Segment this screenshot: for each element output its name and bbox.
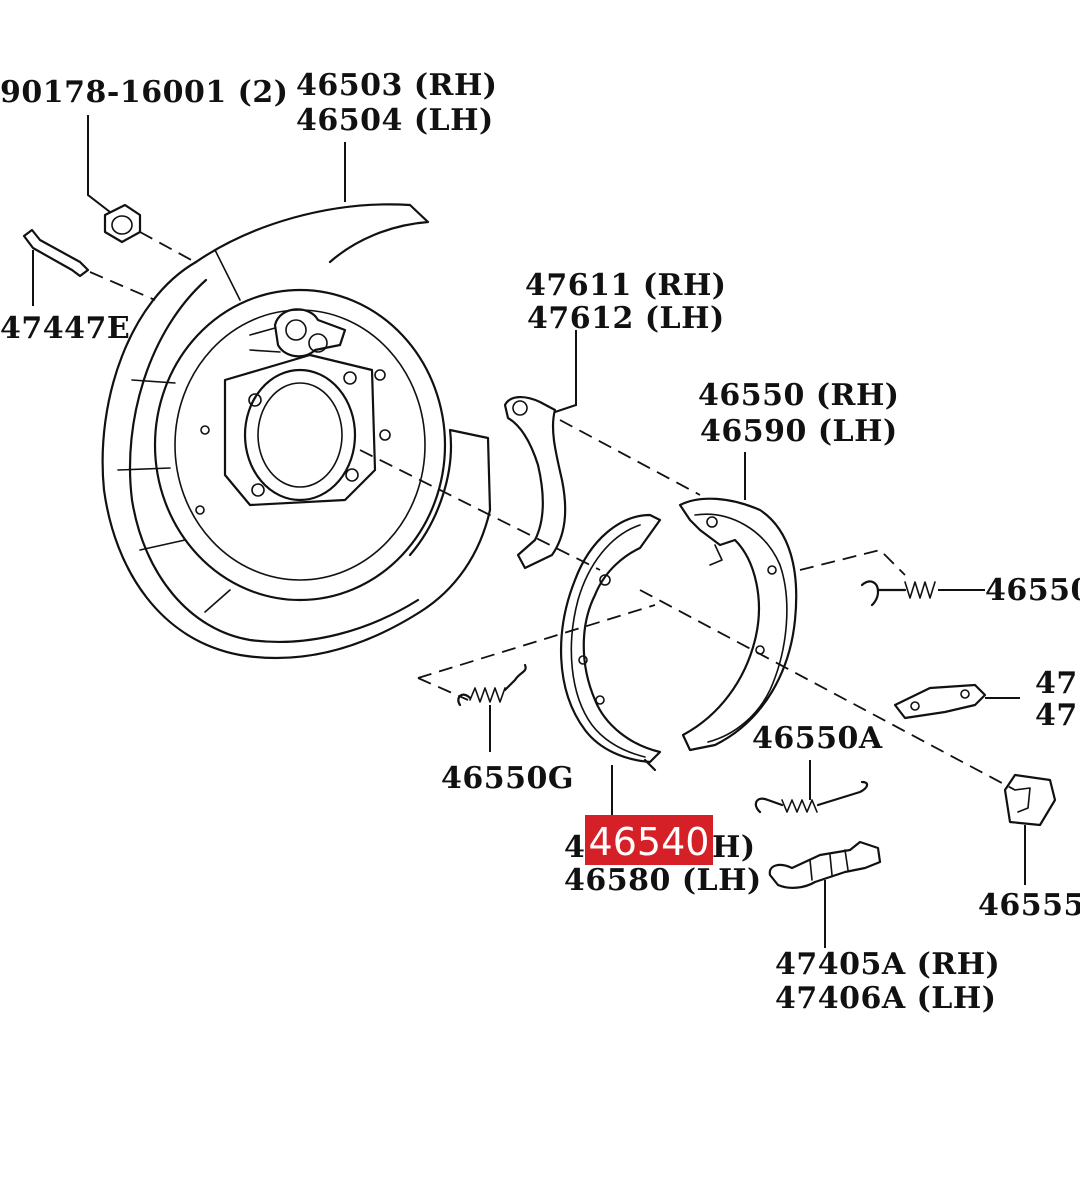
label-46550-right: 46550 xyxy=(985,573,1080,608)
bolt-47447-drawing xyxy=(22,228,156,306)
label-90178: 90178-16001 (2) xyxy=(0,75,288,110)
label-46550g: 46550G xyxy=(441,761,574,796)
brake-shoe-front-drawing xyxy=(559,513,662,820)
assembly-line-2 xyxy=(639,589,1016,791)
label-47-upper: 47 xyxy=(1035,666,1078,701)
assembly-line-1 xyxy=(359,449,601,571)
adjuster-drawing xyxy=(768,840,882,948)
label-46550-rh: 46550 (RH) xyxy=(698,378,899,413)
bolt-90178-drawing xyxy=(87,115,196,263)
label-46504-lh: 46504 (LH) xyxy=(296,103,494,138)
label-47447e: 47447E xyxy=(0,311,130,346)
spring-46550g-drawing xyxy=(457,663,527,752)
label-46540-suffix: H) xyxy=(712,830,756,865)
spring-46550a-drawing xyxy=(754,760,869,814)
highlight-46540: 46540 xyxy=(585,815,713,865)
backing-plate-drawing xyxy=(101,203,492,660)
parking-lever-drawing xyxy=(503,330,701,570)
highlight-box xyxy=(585,815,713,865)
label-47612-lh: 47612 (LH) xyxy=(527,301,725,336)
label-47-lower: 47 xyxy=(1035,698,1078,733)
label-47611-rh: 47611 (RH) xyxy=(525,268,726,303)
label-46550a: 46550A xyxy=(752,721,883,756)
strut-plate-drawing xyxy=(893,683,1020,720)
spring-46550-drawing xyxy=(860,580,985,607)
label-46540-prefix: 4 xyxy=(564,830,585,865)
clip-46555-drawing xyxy=(1003,773,1057,885)
label-46503-rh: 46503 (RH) xyxy=(296,68,497,103)
highlight-label: 46540 xyxy=(589,820,710,864)
label-46555: 46555 xyxy=(978,888,1080,923)
label-47405a-rh: 47405A (RH) xyxy=(775,947,1000,982)
brake-shoe-rear-drawing xyxy=(678,452,798,752)
label-47406a-lh: 47406A (LH) xyxy=(775,981,996,1016)
spring-right-dashline xyxy=(799,549,906,576)
label-46580-lh: 46580 (LH) xyxy=(564,863,762,898)
spring-g-dashline xyxy=(417,604,656,701)
label-46590-lh: 46590 (LH) xyxy=(700,414,898,449)
